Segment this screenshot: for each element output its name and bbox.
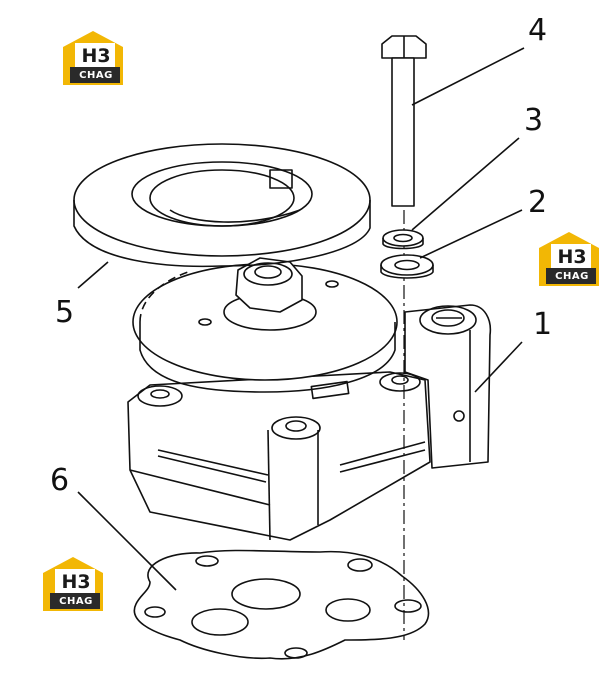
leader-3 (411, 137, 520, 231)
callout-2: 2 (528, 185, 548, 220)
leader-2 (419, 209, 523, 259)
bolt-part (381, 35, 427, 207)
logo-top-left: H3 CHAG (61, 29, 125, 87)
lower-gear-part (132, 257, 398, 393)
logo-top-text: H3 (61, 571, 91, 593)
logo-bottom-text: CHAG (59, 596, 93, 607)
house-logo-icon (43, 557, 103, 611)
logo-bottom-text: CHAG (555, 271, 589, 282)
logo-top-text: H3 (81, 45, 111, 67)
logo-top-text: H3 (557, 246, 587, 268)
house-logo-icon (63, 31, 123, 85)
logo-bottom-text: CHAG (79, 70, 113, 81)
callout-6: 6 (50, 463, 70, 498)
washer-part (382, 229, 424, 250)
leader-5 (77, 261, 109, 289)
house-logo-icon (539, 232, 599, 286)
logo-right: H3 CHAG (537, 230, 601, 288)
leader-4 (411, 47, 525, 106)
callout-5: 5 (55, 295, 75, 330)
pump-housing-part (127, 304, 492, 541)
callout-3: 3 (524, 103, 544, 138)
callout-4: 4 (528, 13, 548, 48)
gasket-part (133, 549, 430, 660)
callout-1: 1 (533, 307, 553, 342)
upper-gear-part (73, 143, 371, 268)
logo-bottom-left: H3 CHAG (41, 555, 105, 613)
leader-1 (474, 341, 523, 393)
leader-6 (77, 491, 177, 591)
spacer-part (380, 254, 434, 279)
